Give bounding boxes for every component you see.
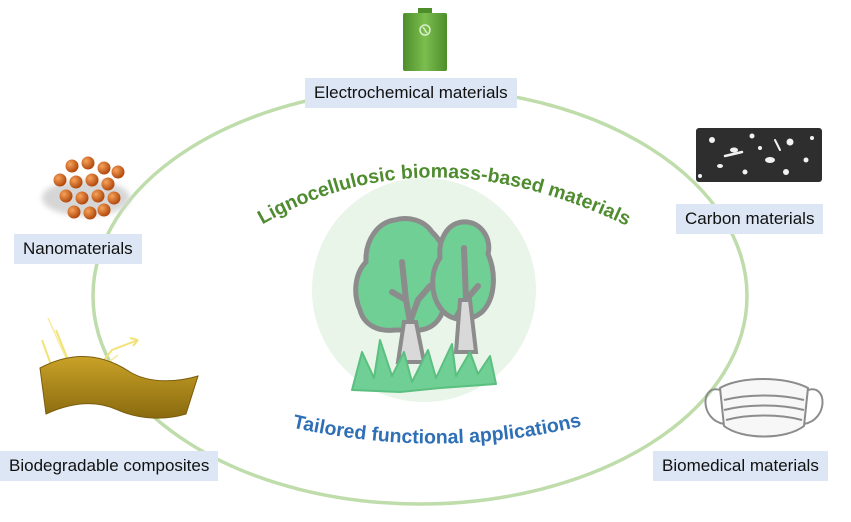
label-electrochemical-materials: Electrochemical materials [305, 78, 517, 108]
composite-sheet-icon [39, 317, 199, 419]
label-biodegradable-composites: Biodegradable composites [0, 451, 219, 481]
label-biomedical-materials: Biomedical materials [653, 451, 828, 481]
carbon-sem-icon [696, 128, 822, 182]
trees-icon [351, 216, 497, 393]
center-subtitle: Tailored functional applications [291, 409, 583, 448]
battery-icon [403, 8, 447, 71]
label-carbon-materials: Carbon materials [676, 204, 824, 234]
label-nanomaterials: Nanomaterials [14, 234, 142, 264]
face-mask-icon [704, 378, 824, 438]
nanoparticles-icon [42, 156, 130, 220]
